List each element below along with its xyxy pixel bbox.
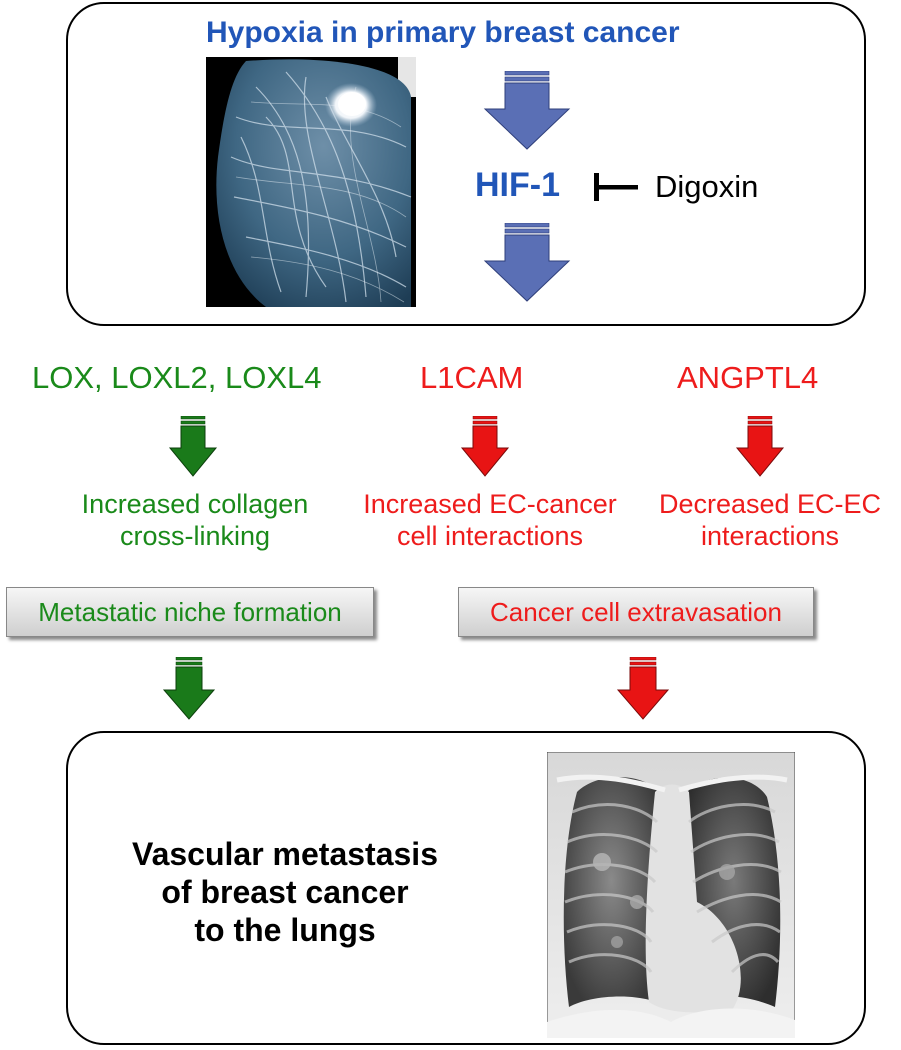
gene-angptl4-label: ANGPTL4 — [677, 360, 819, 395]
effect-collagen-line2: cross-linking — [119, 521, 271, 551]
green-down-arrow-1 — [168, 416, 218, 478]
red-down-arrow-1 — [460, 416, 510, 478]
effect-ec-cancer-line2: cell interactions — [396, 521, 584, 551]
outcome-line3: to the lungs — [194, 912, 376, 948]
effect-ec-ec-line2: interactions — [700, 521, 840, 551]
process-niche-formation: Metastatic niche formation — [6, 587, 374, 637]
diagram-title: Hypoxia in primary breast cancer — [206, 16, 680, 49]
chest-xray-image — [547, 752, 795, 1038]
effect-collagen: Increased collagen cross-linking — [50, 488, 340, 552]
outcome-text: Vascular metastasis of breast cancer to … — [100, 835, 470, 949]
effect-ec-cancer-line1: Increased EC-cancer — [363, 489, 617, 519]
gene-l1cam-label: L1CAM — [420, 360, 524, 395]
red-down-arrow-2 — [735, 416, 785, 478]
blue-down-arrow-2 — [483, 223, 571, 303]
hif1-label: HIF-1 — [475, 166, 560, 204]
gene-lox-label: LOX, LOXL2, LOXL4 — [32, 360, 322, 395]
green-down-arrow-2 — [162, 657, 216, 721]
process-extravasation: Cancer cell extravasation — [458, 587, 814, 637]
blue-down-arrow-1 — [483, 71, 571, 151]
effect-ec-ec-line1: Decreased EC-EC — [658, 489, 882, 519]
effect-ec-ec: Decreased EC-EC interactions — [645, 488, 895, 552]
digoxin-label: Digoxin — [655, 169, 759, 204]
effect-ec-cancer: Increased EC-cancer cell interactions — [345, 488, 635, 552]
primary-tumor-box — [66, 2, 866, 326]
red-down-arrow-3 — [616, 657, 670, 721]
mammogram-image — [206, 57, 416, 307]
outcome-line2: of breast cancer — [161, 874, 409, 910]
inhibition-icon — [590, 171, 640, 205]
effect-collagen-line1: Increased collagen — [81, 489, 309, 519]
outcome-line1: Vascular metastasis — [132, 836, 438, 872]
